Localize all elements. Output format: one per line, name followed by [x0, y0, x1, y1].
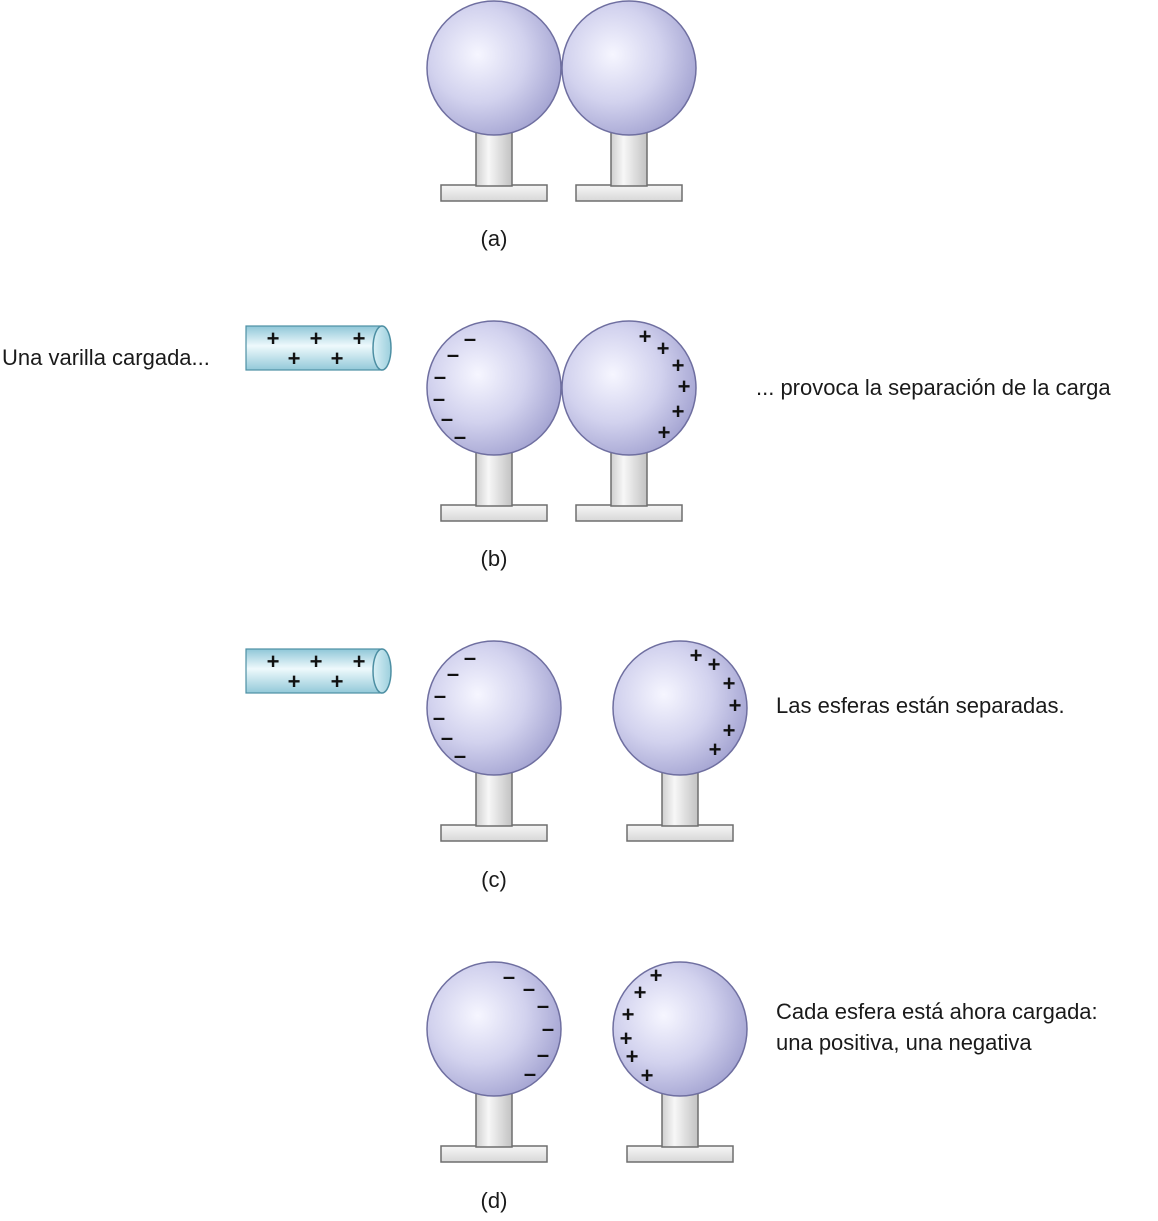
negative-charge-d-5: –: [524, 1061, 536, 1086]
sphere-d-left: [426, 961, 562, 1163]
sphere-b-right-ball: [561, 320, 697, 456]
sphere-c-left-post: [475, 767, 513, 827]
charged-rod-c: [245, 648, 392, 694]
negative-charge-c-2: –: [434, 683, 446, 708]
sphere-d-right-post: [661, 1088, 699, 1148]
sphere-c-right-post: [661, 767, 699, 827]
sphere-d-left-post: [475, 1088, 513, 1148]
negative-charge-c-5: –: [454, 743, 466, 768]
negative-charge-d-3: –: [542, 1016, 554, 1041]
positive-charge-b-2: +: [672, 353, 685, 378]
sphere-d-right-ball: [612, 961, 748, 1097]
positive-charge-d-1: +: [634, 980, 647, 1005]
charged-rod-c-end: [372, 648, 392, 694]
charged-rod-c-charge-0: +: [267, 649, 280, 674]
sphere-c-left: [426, 640, 562, 842]
sphere-c-right-base: [626, 824, 734, 842]
sphere-b-left-post: [475, 447, 513, 507]
caption-b: (b): [480, 546, 508, 571]
negative-charge-b-2: –: [434, 364, 446, 389]
charged-rod-b-charge-4: +: [331, 346, 344, 371]
sphere-a-left: [426, 0, 562, 202]
charged-rod-b-charge-3: +: [288, 346, 301, 371]
negative-charge-c-3: –: [433, 705, 445, 730]
sphere-c-right-ball: [612, 640, 748, 776]
negative-charge-d-0: –: [503, 964, 515, 989]
charged-rod-c-charge-2: +: [353, 649, 366, 674]
sphere-b-right: [561, 320, 697, 522]
sphere-b-right-base: [575, 504, 683, 522]
sphere-c-right: [612, 640, 748, 842]
negative-charge-c-1: –: [447, 661, 459, 686]
separation-label: ... provoca la separación de la carga: [756, 375, 1111, 400]
separated-label: Las esferas están separadas.: [776, 693, 1065, 718]
charged-rod-c-charge-4: +: [331, 669, 344, 694]
sphere-b-left-base: [440, 504, 548, 522]
sphere-a-right-ball: [561, 0, 697, 136]
positive-charge-c-5: +: [709, 737, 722, 762]
charged-rod-b-charge-0: +: [267, 326, 280, 351]
sphere-d-left-ball: [426, 961, 562, 1097]
sphere-b-left: [426, 320, 562, 522]
caption-d: (d): [480, 1188, 508, 1213]
sphere-b-left-ball: [426, 320, 562, 456]
positive-charge-c-0: +: [690, 643, 703, 668]
sphere-a-right-base: [575, 184, 683, 202]
negative-charge-b-3: –: [433, 386, 445, 411]
charged-rod-b-end: [372, 325, 392, 371]
sphere-b-right-post: [610, 447, 648, 507]
negative-charge-d-4: –: [537, 1042, 549, 1067]
sphere-a-left-post: [475, 127, 513, 187]
charged-label-line1: Cada esfera está ahora cargada:: [776, 999, 1098, 1024]
negative-charge-d-2: –: [537, 993, 549, 1018]
sphere-c-left-ball: [426, 640, 562, 776]
charged-label-line2: una positiva, una negativa: [776, 1030, 1032, 1055]
positive-charge-b-4: +: [672, 399, 685, 424]
charged-rod-b-charge-1: +: [310, 326, 323, 351]
sphere-c-left-base: [440, 824, 548, 842]
positive-charge-c-3: +: [729, 693, 742, 718]
negative-charge-d-1: –: [523, 976, 535, 1001]
negative-charge-b-5: –: [454, 424, 466, 449]
negative-charge-b-1: –: [447, 342, 459, 367]
sphere-a-right-post: [610, 127, 648, 187]
negative-charge-b-4: –: [441, 406, 453, 431]
positive-charge-d-5: +: [641, 1063, 654, 1088]
positive-charge-d-3: +: [620, 1026, 633, 1051]
negative-charge-c-0: –: [464, 645, 476, 670]
charged-rod-c-charge-1: +: [310, 649, 323, 674]
charged-rod-b: [245, 325, 392, 371]
caption-a: (a): [480, 226, 508, 251]
positive-charge-b-3: +: [678, 374, 691, 399]
positive-charge-d-4: +: [626, 1044, 639, 1069]
positive-charge-b-0: +: [639, 324, 652, 349]
charged-rod-c-charge-3: +: [288, 669, 301, 694]
positive-charge-c-2: +: [723, 671, 736, 696]
sphere-d-left-base: [440, 1145, 548, 1163]
positive-charge-c-1: +: [708, 652, 721, 677]
positive-charge-d-0: +: [650, 963, 663, 988]
charged-rod-b-charge-2: +: [353, 326, 366, 351]
positive-charge-c-4: +: [723, 718, 736, 743]
charged-rod-b-body: [245, 325, 383, 371]
rod-label: Una varilla cargada...: [2, 345, 210, 370]
sphere-a-right: [561, 0, 697, 202]
positive-charge-b-5: +: [658, 420, 671, 445]
sphere-d-right: [612, 961, 748, 1163]
sphere-d-right-base: [626, 1145, 734, 1163]
positive-charge-d-2: +: [622, 1002, 635, 1027]
sphere-a-left-base: [440, 184, 548, 202]
caption-c: (c): [481, 867, 507, 892]
sphere-a-left-ball: [426, 0, 562, 136]
negative-charge-b-0: –: [464, 326, 476, 351]
negative-charge-c-4: –: [441, 725, 453, 750]
positive-charge-b-1: +: [657, 336, 670, 361]
